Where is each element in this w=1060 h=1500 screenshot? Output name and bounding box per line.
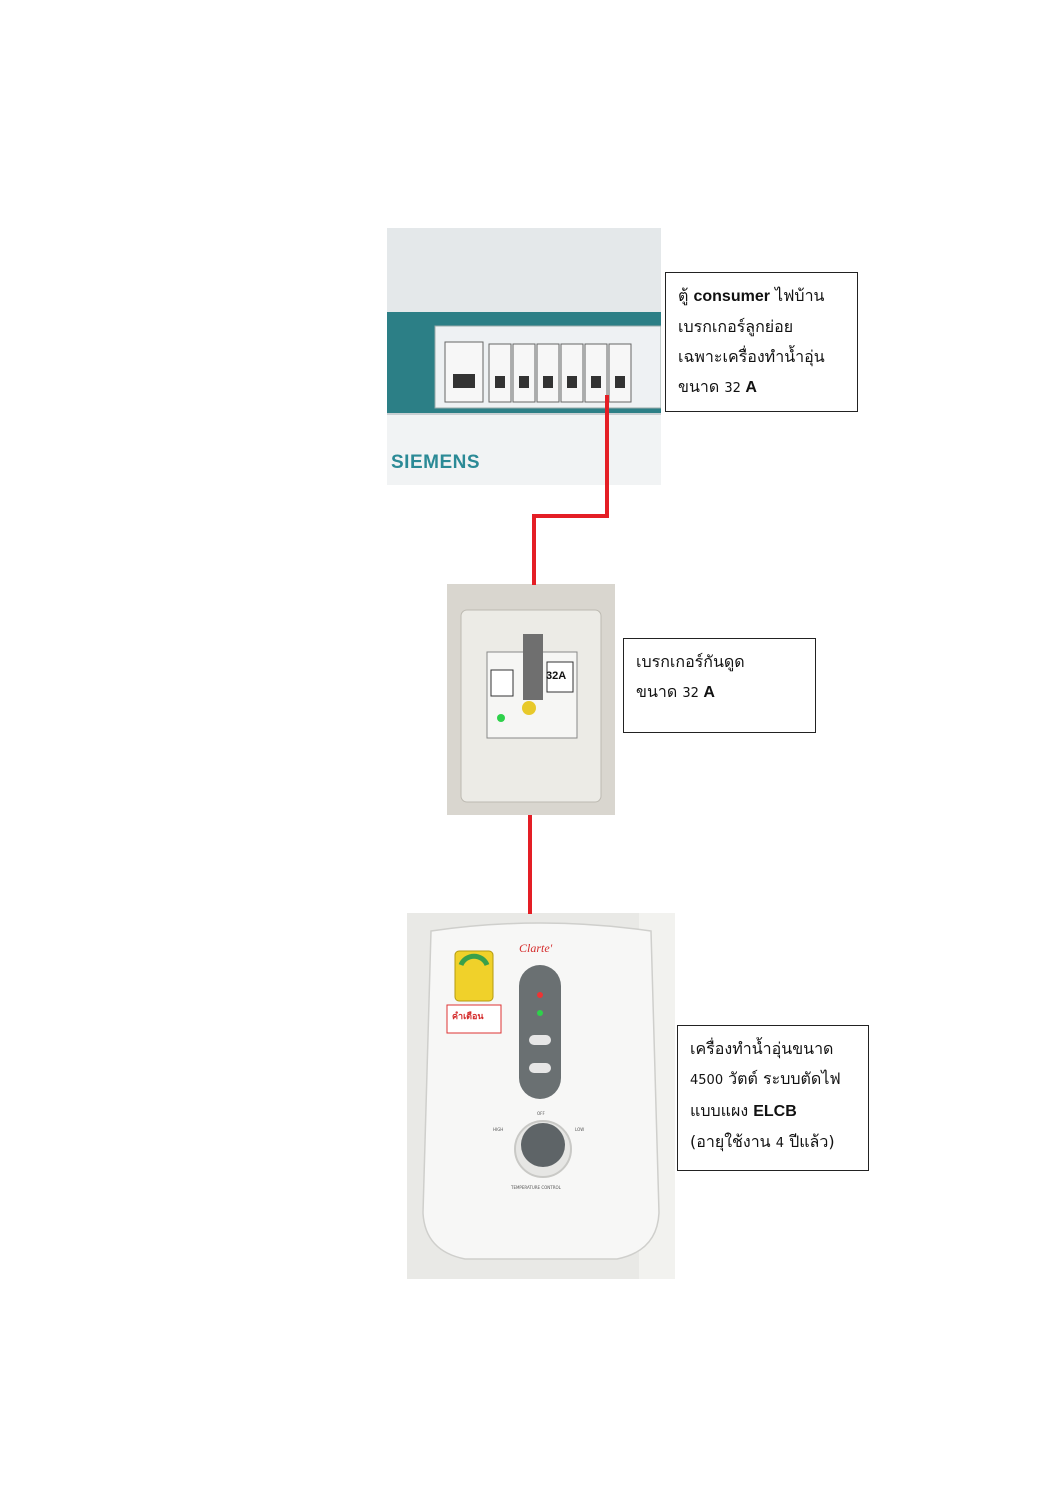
callout-line: เบรกเกอร์กันดูด [636,652,745,671]
rcd-breaker-illustration [447,584,615,815]
callout-line: แบบแผง ELCB [690,1101,797,1120]
water-heater-illustration [407,913,675,1279]
callout-line: ตู้ consumer ไฟบ้าน [678,286,825,305]
consumer-unit-illustration [387,228,661,485]
consumer-unit-callout: ตู้ consumer ไฟบ้าน เบรกเกอร์ลูกย่อย เฉพ… [665,272,858,412]
callout-line: (อายุใช้งาน 4 ปีแล้ว) [690,1132,835,1151]
callout-line: เครื่องทำน้ำอุ่นขนาด [690,1039,834,1058]
water-heater-photo: Clarte' คำเตือน HIGH LOW OFF TEMPERATURE… [407,913,675,1279]
callout-line: เบรกเกอร์ลูกย่อย [678,317,794,336]
warning-label: คำเตือน [452,1012,484,1022]
water-heater-callout: เครื่องทำน้ำอุ่นขนาด 4500 วัตต์ ระบบตัดไ… [677,1025,869,1171]
callout-line: 4500 วัตต์ ระบบตัดไฟ [690,1069,841,1088]
knob-high-label: HIGH [493,1127,504,1132]
clarte-logo: Clarte' [519,941,553,955]
knob-off-label: OFF [537,1111,545,1116]
rcd-breaker-callout: เบรกเกอร์กันดูด ขนาด 32 A [623,638,816,733]
consumer-unit-photo: SIEMENS [387,228,661,485]
siemens-logo: SIEMENS [391,452,481,473]
wire-panel-to-breaker [532,395,609,585]
rcd-breaker-photo: 32A [447,584,615,815]
knob-low-label: LOW [575,1127,585,1132]
callout-line: ขนาด 32 A [636,682,715,701]
callout-line: เฉพาะเครื่องทำน้ำอุ่น [678,347,825,366]
breaker-rating-label: 32A [546,670,567,682]
temperature-control-label: TEMPERATURE CONTROL [511,1185,561,1190]
callout-line: ขนาด 32 A [678,377,757,396]
